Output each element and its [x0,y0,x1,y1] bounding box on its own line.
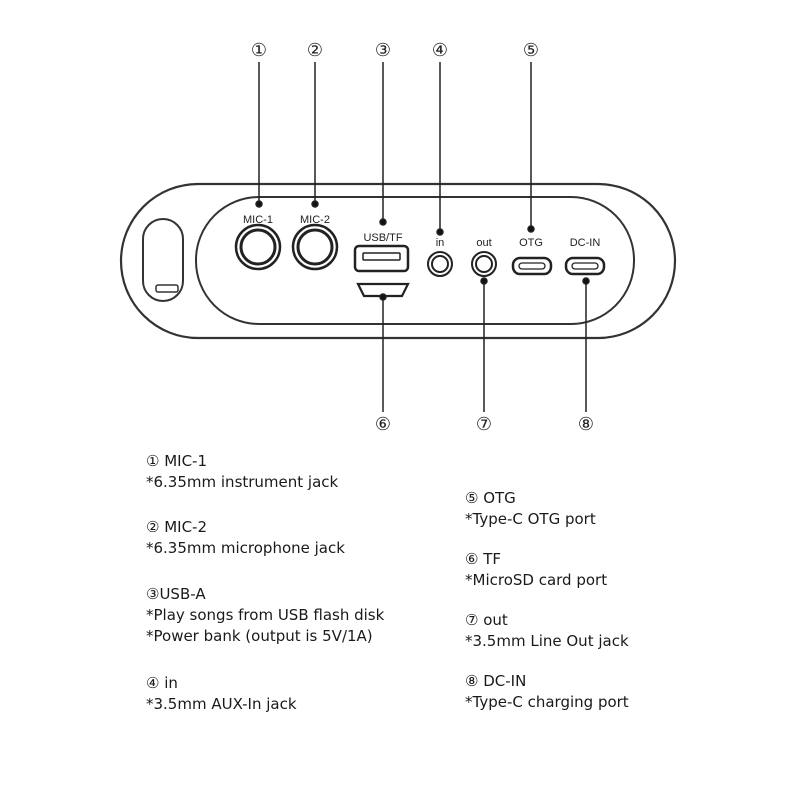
handle-latch [155,284,179,293]
callout-1: ① [251,40,267,60]
mic2-jack [291,223,339,271]
device-body [119,182,677,340]
leader-dot-8 [582,277,590,285]
legend-item-dc-in: ⑧ DC-IN *Type-C charging port [465,671,629,713]
legend-title: ⑦ out [465,611,508,629]
callout-2: ② [307,40,323,60]
legend-item-mic2: ② MIC-2 *6.35mm microphone jack [146,517,345,559]
line-out-jack [471,251,497,277]
callout-7: ⑦ [476,414,492,434]
legend-title: ② MIC-2 [146,518,208,536]
label-dc-in: DC-IN [570,237,601,249]
legend-title: ③USB-A [146,585,206,603]
legend-desc: *Type-C OTG port [465,510,596,528]
dc-in-typec-port [564,256,606,276]
legend-title: ⑧ DC-IN [465,672,527,690]
legend-desc: *3.5mm AUX-In jack [146,695,297,713]
callout-3: ③ [375,40,391,60]
legend-title: ④ in [146,674,178,692]
handle-slot [142,218,184,302]
callout-6: ⑥ [375,414,391,434]
label-usb-tf: USB/TF [363,232,402,244]
leader-dot-6 [379,293,387,301]
aux-in-jack [427,251,453,277]
port-panel [195,196,635,325]
legend-desc: *Power bank (output is 5V/1A) [146,627,373,645]
legend-desc: *Type-C charging port [465,693,629,711]
leader-dot-4 [436,228,444,236]
legend-item-out: ⑦ out *3.5mm Line Out jack [465,610,629,652]
legend-title: ⑤ OTG [465,489,516,507]
otg-typec-port [511,256,553,276]
legend-item-otg: ⑤ OTG *Type-C OTG port [465,488,596,530]
leader-dot-5 [527,225,535,233]
legend-title: ⑥ TF [465,550,502,568]
leader-dot-3 [379,218,387,226]
leader-dot-1 [255,200,263,208]
leader-dot-2 [311,200,319,208]
callout-8: ⑧ [578,414,594,434]
legend-item-tf: ⑥ TF *MicroSD card port [465,549,607,591]
legend-item-mic1: ① MIC-1 *6.35mm instrument jack [146,451,338,493]
legend-desc: *3.5mm Line Out jack [465,632,629,650]
legend-item-in: ④ in *3.5mm AUX-In jack [146,673,297,715]
legend-desc: *6.35mm microphone jack [146,539,345,557]
label-mic2: MIC-2 [300,214,330,226]
device-panel-diagram: MIC-1 MIC-2 USB/TF in out OTG DC-IN ① ② … [119,40,677,434]
legend-item-usb-a: ③USB-A *Play songs from USB flash disk *… [146,584,384,647]
usb-a-port [353,244,410,273]
label-out: out [476,237,491,249]
legend-desc: *6.35mm instrument jack [146,473,339,491]
legend-title: ① MIC-1 [146,452,208,470]
callout-5: ⑤ [523,40,539,60]
label-in: in [436,237,445,249]
legend-desc: *MicroSD card port [465,571,608,589]
legend-desc: *Play songs from USB flash disk [146,606,385,624]
leader-dot-7 [480,277,488,285]
label-mic1: MIC-1 [243,214,273,226]
mic1-jack [234,223,282,271]
callout-4: ④ [432,40,448,60]
label-otg: OTG [519,237,543,249]
tf-card-slot [356,282,410,298]
